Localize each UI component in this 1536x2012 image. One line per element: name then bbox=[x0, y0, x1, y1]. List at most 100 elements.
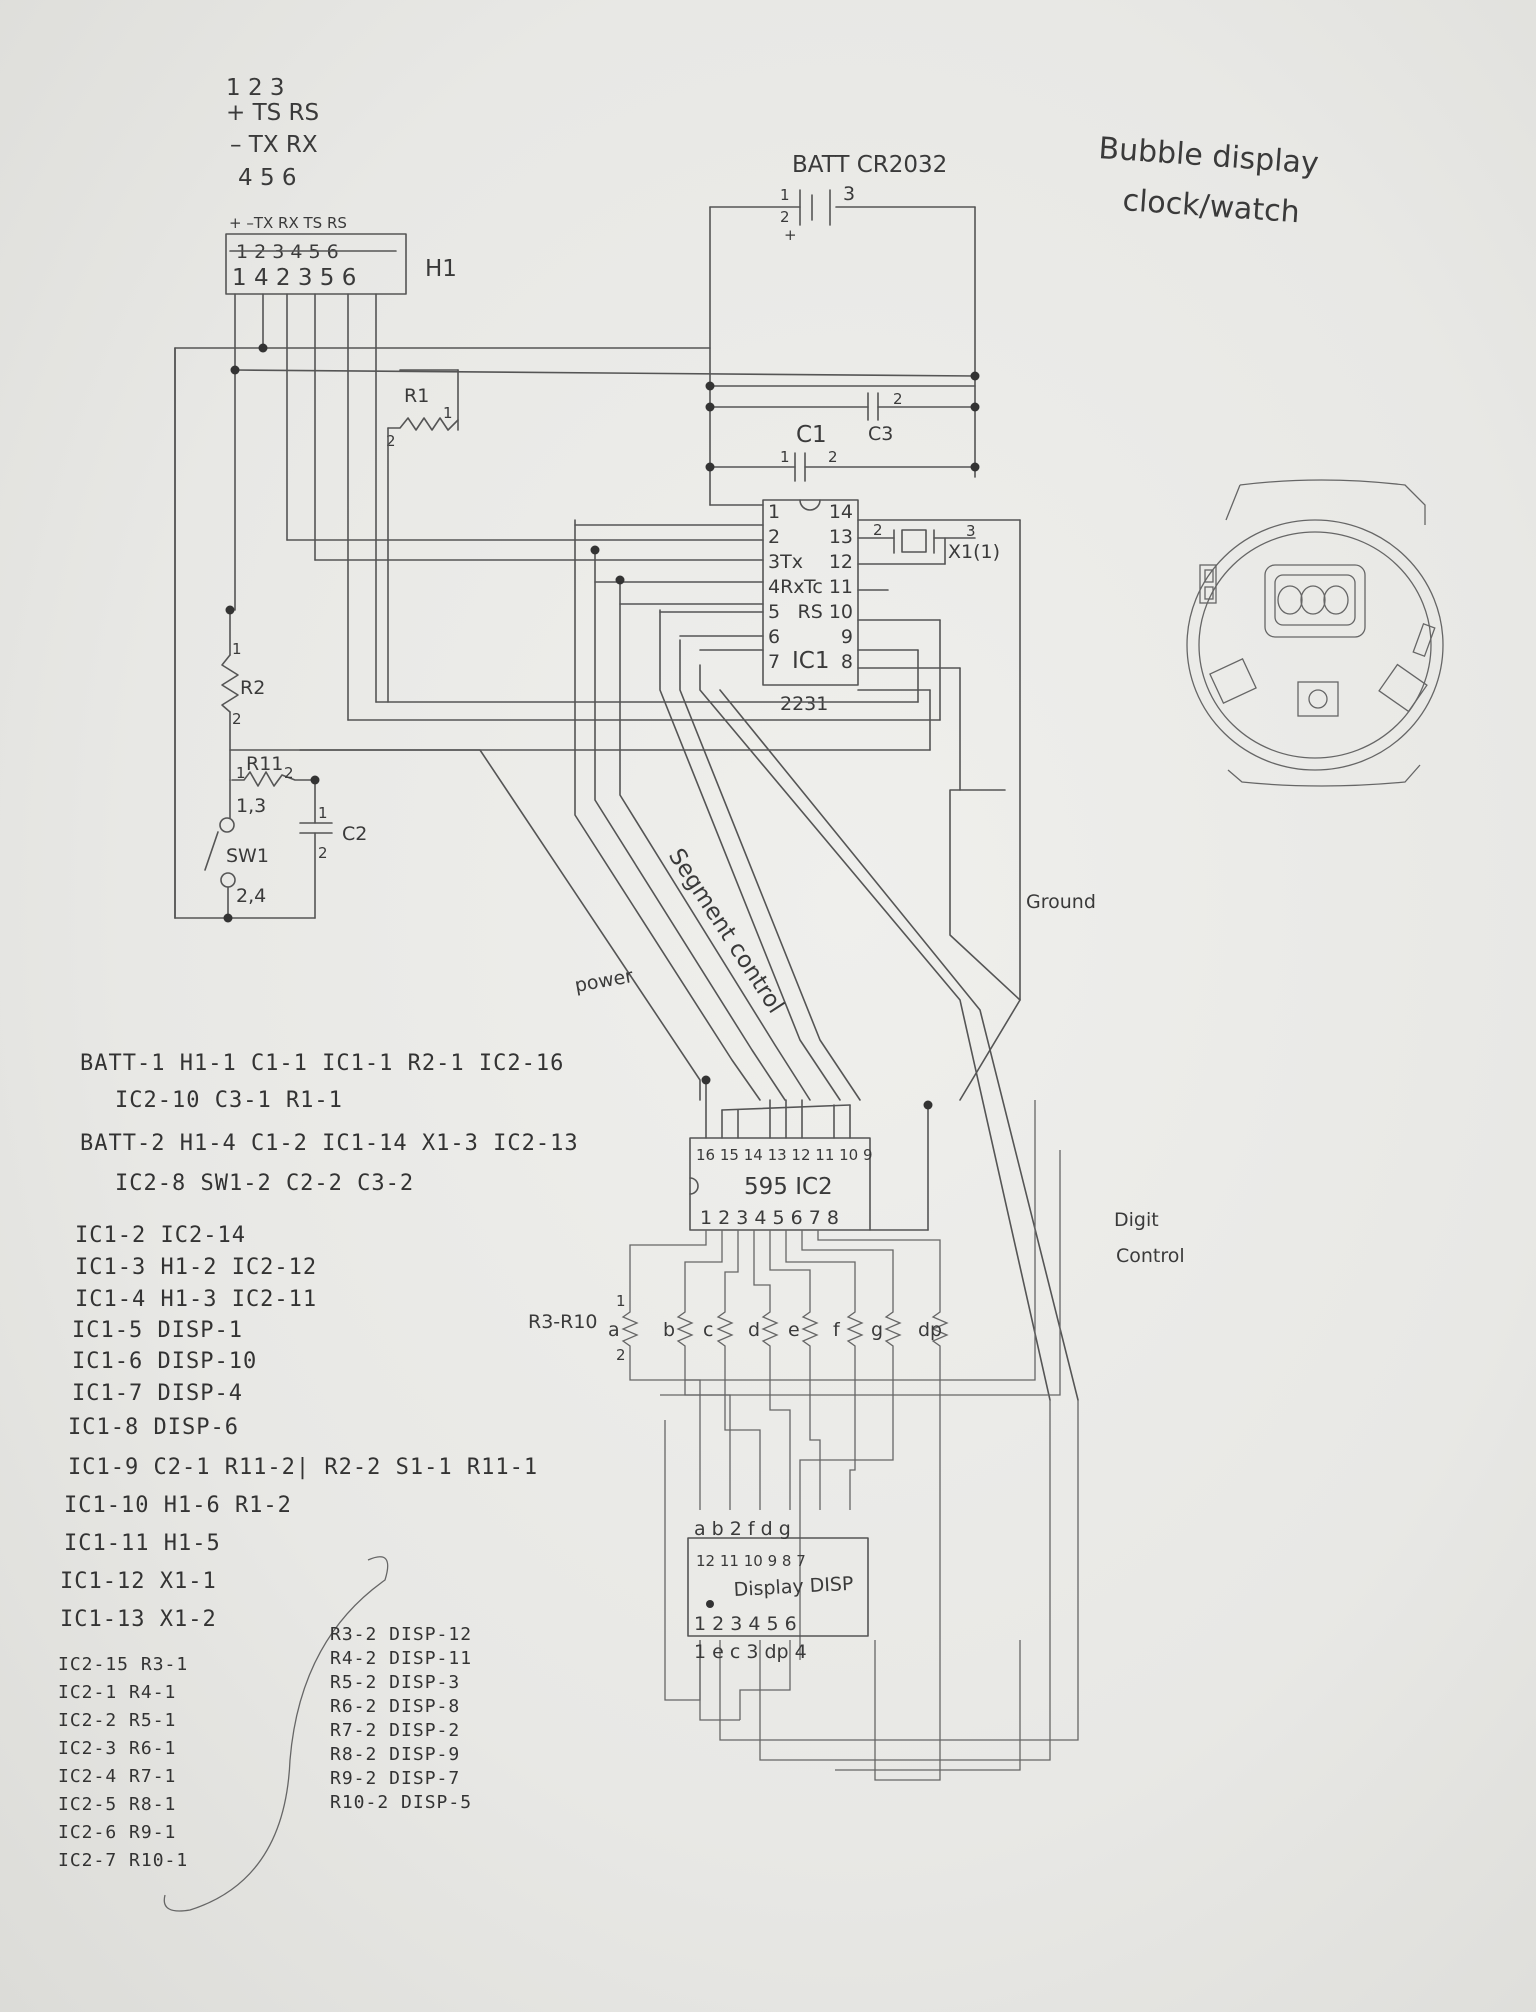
netlist-left-line: IC2-3 R6-1 bbox=[58, 1738, 176, 1759]
resistor-a bbox=[621, 1305, 639, 1355]
netlist-right-line: R9-2 DISP-7 bbox=[330, 1768, 460, 1789]
netlist-line: IC1-11 H1-5 bbox=[64, 1531, 221, 1556]
ic1-left-pin: 5 bbox=[768, 601, 780, 623]
bubble-display: a b 2 f d g 12 11 10 9 8 7 Display DISP … bbox=[687, 1518, 869, 1663]
label-ground: Ground bbox=[1026, 891, 1096, 913]
ic2-name: 595 IC2 bbox=[744, 1174, 833, 1200]
c3-pin2: 2 bbox=[893, 390, 903, 408]
resistor-r1: R1 1 2 bbox=[386, 369, 459, 450]
ic1-right-pin: 8 bbox=[841, 651, 853, 673]
capacitor-c3: 2 C3 bbox=[709, 390, 976, 445]
header-struck-numbers: 1 2 3 4 5 6 bbox=[236, 241, 339, 263]
netlist-right-line: R10-2 DISP-5 bbox=[330, 1792, 472, 1813]
c1-pin2: 2 bbox=[828, 448, 838, 466]
netlist-left-line: IC2-1 R4-1 bbox=[58, 1682, 176, 1703]
c1-pin1: 1 bbox=[780, 448, 790, 466]
legend-row2-signals: – TX RX bbox=[230, 132, 318, 158]
c2-label: C2 bbox=[342, 823, 367, 845]
netlist-left-line: IC2-5 R8-1 bbox=[58, 1794, 176, 1815]
netlist-right-line: R3-2 DISP-12 bbox=[330, 1624, 472, 1645]
battery-pin3: 3 bbox=[843, 183, 855, 205]
ic1-name: IC1 bbox=[792, 648, 829, 674]
display-bottom-letters: 1 e c 3 dp 4 bbox=[694, 1641, 807, 1663]
ic1-right-pin: RS 10 bbox=[798, 601, 853, 623]
resistor-c bbox=[716, 1305, 734, 1355]
ic1-right-pin: 14 bbox=[829, 501, 853, 523]
junction-dots bbox=[223, 343, 980, 1110]
resistor-dp bbox=[931, 1305, 949, 1355]
battery-cr2032: BATT CR2032 1 2 + 3 bbox=[709, 152, 976, 506]
r2-pin2: 2 bbox=[232, 710, 242, 728]
netlist-line: IC1-6 DISP-10 bbox=[72, 1349, 257, 1374]
battery-pin2: 2 bbox=[780, 208, 790, 226]
netlist-left-line: IC2-4 R7-1 bbox=[58, 1766, 176, 1787]
label-control: Control bbox=[1116, 1245, 1185, 1267]
display-top-letters: a b 2 f d g bbox=[694, 1518, 791, 1540]
ic1-right-pin: Tc 11 bbox=[803, 576, 853, 598]
sw1-label: SW1 bbox=[226, 845, 269, 867]
r2-pin1: 1 bbox=[232, 640, 242, 658]
r3r10-label: R3-R10 bbox=[528, 1311, 598, 1333]
resistor-letter-a: a bbox=[608, 1319, 620, 1341]
legend-row1-signals: + TS RS bbox=[226, 100, 319, 126]
ic1-left-pin: 6 bbox=[768, 626, 780, 648]
resistor-letter-g: g bbox=[871, 1319, 883, 1341]
label-power: power bbox=[573, 965, 635, 997]
netlist-bracket bbox=[163, 1556, 389, 1912]
netlist-right-line: R8-2 DISP-9 bbox=[330, 1744, 460, 1765]
lower-wiring bbox=[629, 1100, 1079, 1781]
ic1-left-pin: 2 bbox=[768, 526, 780, 548]
netlist-line: IC1-12 X1-1 bbox=[60, 1569, 217, 1594]
r2-label: R2 bbox=[240, 677, 265, 699]
label-segment-control: Segment control bbox=[663, 844, 789, 1018]
capacitor-c2: C2 1 2 bbox=[299, 779, 367, 919]
header-h1: + –TX RX TS RS 1 2 3 4 5 6 1 4 2 3 5 6 H… bbox=[225, 214, 457, 295]
resistor-f bbox=[846, 1305, 864, 1355]
netlist-line: IC1-2 IC2-14 bbox=[75, 1223, 246, 1248]
r11-label: R11 bbox=[246, 753, 283, 775]
resistor-letter-f: f bbox=[833, 1319, 841, 1341]
ic1-right-pin: 12 bbox=[829, 551, 853, 573]
title-line1: Bubble display bbox=[1097, 131, 1319, 181]
ic1-right-pin: 9 bbox=[841, 626, 853, 648]
legend-row2-numbers: 4 5 6 bbox=[238, 165, 297, 191]
title-line2: clock/watch bbox=[1121, 183, 1300, 230]
ic1-right-pins: 14 13 12 Tc 11 RS 10 9 8 bbox=[798, 501, 853, 673]
ic1-right-pin: 13 bbox=[829, 526, 853, 548]
watch-sketch bbox=[1186, 479, 1444, 787]
ic1-left-pin: 7 bbox=[768, 651, 780, 673]
header-pin-numbers: 1 4 2 3 5 6 bbox=[232, 265, 356, 291]
resistor-letter-d: d bbox=[748, 1319, 760, 1341]
netlist-right-line: R5-2 DISP-3 bbox=[330, 1672, 460, 1693]
c2-pin2: 2 bbox=[318, 844, 328, 862]
resistor-g bbox=[884, 1305, 902, 1355]
ic2-chip: 16 15 14 13 12 11 10 9 595 IC2 1 2 3 4 5… bbox=[689, 1079, 929, 1231]
netlist-line: IC1-3 H1-2 IC2-12 bbox=[75, 1255, 317, 1280]
c1-label: C1 bbox=[796, 422, 827, 448]
sw1-bottom-pins: 2,4 bbox=[236, 885, 266, 907]
header-top-labels: + –TX RX TS RS bbox=[229, 214, 347, 232]
netlist-line: IC1-8 DISP-6 bbox=[68, 1415, 239, 1440]
netlist-right-line: R6-2 DISP-8 bbox=[330, 1696, 460, 1717]
netlist-line: IC2-10 C3-1 R1-1 bbox=[115, 1088, 343, 1113]
ic2-top-pins: 16 15 14 13 12 11 10 9 bbox=[696, 1146, 873, 1164]
ic2-bottom-pins: 1 2 3 4 5 6 7 8 bbox=[700, 1207, 839, 1229]
r1-label: R1 bbox=[404, 385, 429, 407]
netlist-line: IC2-8 SW1-2 C2-2 C3-2 bbox=[115, 1171, 414, 1196]
r11-pin2: 2 bbox=[284, 764, 294, 782]
label-digit: Digit bbox=[1114, 1209, 1159, 1231]
r11-pin1: 1 bbox=[236, 764, 246, 782]
r1-pin2: 2 bbox=[386, 432, 396, 450]
display-name: Display DISP bbox=[733, 1573, 854, 1601]
resistor-e bbox=[801, 1305, 819, 1355]
switch-sw1: 1,3 SW1 2,4 bbox=[204, 779, 269, 919]
header-name: H1 bbox=[425, 256, 457, 282]
netlist-left-line: IC2-6 R9-1 bbox=[58, 1822, 176, 1843]
resistor-letter-b: b bbox=[663, 1319, 675, 1341]
netlist-right-line: R4-2 DISP-11 bbox=[330, 1648, 472, 1669]
